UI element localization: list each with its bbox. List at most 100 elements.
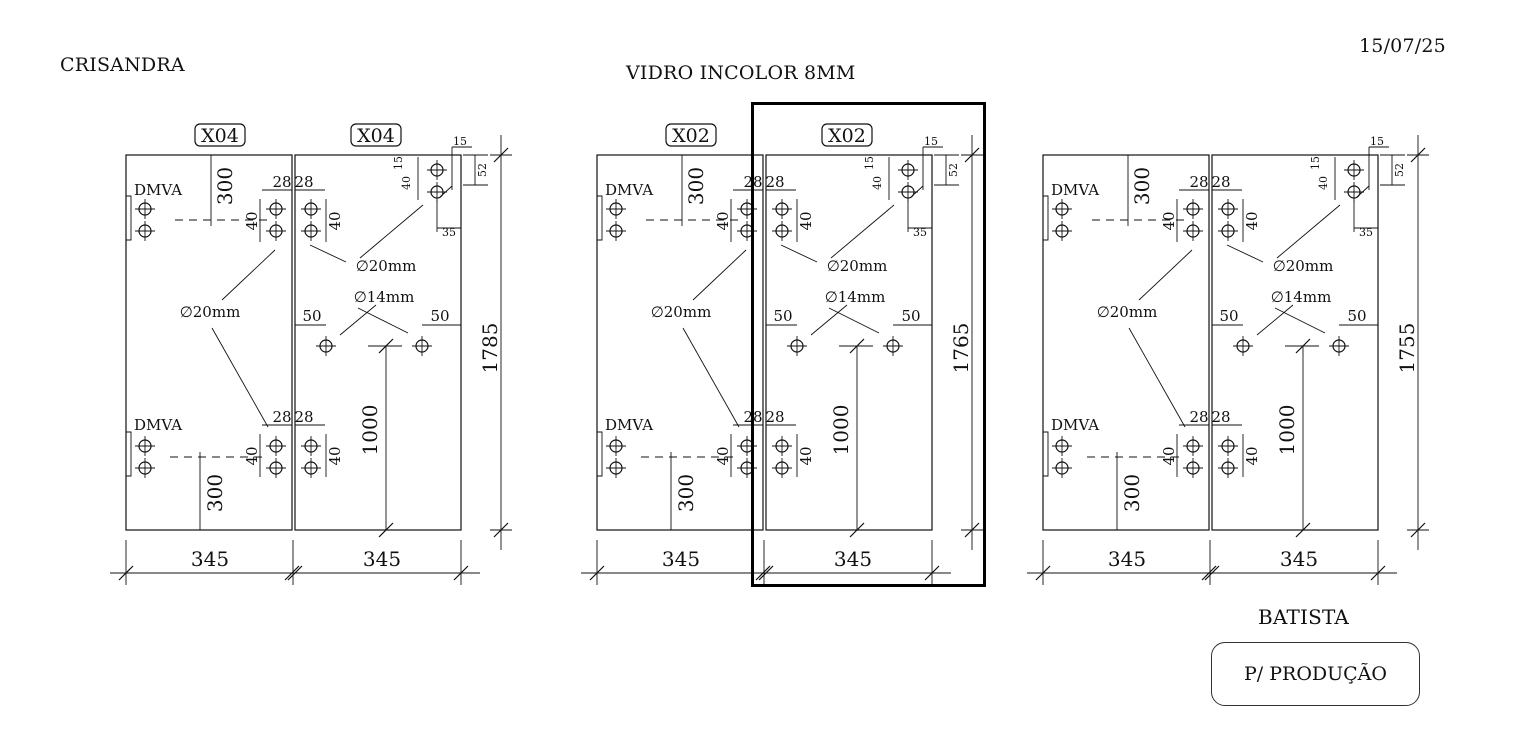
dimension-tick [284,565,300,581]
dim-15-top: 15 [924,135,938,148]
hole-mark [606,221,626,241]
hole-mark [606,436,626,456]
hole-mark [135,199,155,219]
dim-15-side: 15 [863,156,876,170]
lock-dim-line [1356,185,1370,198]
hinge-label-bottom: DMVA [134,416,182,434]
hole-mark [1052,221,1072,241]
hole-mark [1052,436,1072,456]
leader-20mm-left [1138,249,1193,301]
dim-height: 1765 [949,323,973,374]
leader-14mm [810,304,848,336]
dim-40-lock: 40 [871,176,884,190]
hinge-notch [126,195,132,241]
leader-20mm-right [309,244,347,263]
glass-panel-right [294,154,462,531]
dim-15-side: 15 [392,156,405,170]
leader-20mm-right [1276,204,1341,259]
lock-dim-line [439,185,453,198]
hole-20mm-label-left: ∅20mm [1097,303,1158,321]
hinge-label-top: DMVA [1051,181,1099,199]
author-name: BATISTA [1258,605,1350,629]
dim-28-left: 28 [1189,173,1208,191]
dim-height: 1755 [1395,323,1419,374]
hole-mark [316,336,336,356]
dim-28-left: 28 [272,173,291,191]
dimension-tick [287,565,303,581]
dim-50-right: 50 [430,307,449,325]
hinge-label-top: DMVA [605,181,653,199]
dim-300-top: 300 [213,167,237,205]
dim-width-right: 345 [834,547,872,571]
hole-mark [427,160,447,180]
dim-50-right: 50 [901,307,920,325]
client-name: CRISANDRA [60,54,185,76]
quantity-label-right-box [821,123,873,147]
hole-mark [1218,436,1238,456]
hinge-notch [1043,195,1049,241]
hole-20mm-label-left: ∅20mm [180,303,241,321]
dim-40-right: 40 [326,446,344,465]
dim-1000: 1000 [829,405,853,456]
hole-20mm-label-right: ∅20mm [1273,257,1334,275]
dim-width-left: 345 [662,547,700,571]
hole-mark [135,458,155,478]
dimension-tick [758,565,774,581]
leader-20mm-left [682,327,740,428]
dim-40-lock: 40 [400,176,413,190]
hole-mark [1344,160,1364,180]
dim-40-left: 40 [714,446,732,465]
hinge-notch [597,431,603,477]
dimension-tick [1201,565,1217,581]
dimension-tick [1204,565,1220,581]
dim-50-left: 50 [773,307,792,325]
dim-15-top: 15 [453,135,467,148]
leader-20mm-right [830,204,895,259]
leader-20mm-right [780,244,818,263]
quantity-label-right: X02 [828,125,866,147]
dim-50-left: 50 [1219,307,1238,325]
hole-mark [266,221,286,241]
hole-mark [883,336,903,356]
hole-mark [301,199,321,219]
dim-300-top: 300 [684,167,708,205]
hole-mark [898,160,918,180]
dim-40-right: 40 [1243,446,1261,465]
hole-mark [301,436,321,456]
hole-mark [266,436,286,456]
quantity-label-right-box [350,123,402,147]
quantity-label-left-box [194,123,246,147]
material-title: VIDRO INCOLOR 8MM [626,62,856,84]
dim-1000: 1000 [1275,405,1299,456]
dim-width-right: 345 [363,547,401,571]
quantity-label-left: X02 [672,125,710,147]
hole-mark [1183,436,1203,456]
dim-52: 52 [476,163,489,177]
dimension-tick [1295,522,1311,538]
hinge-label-top: DMVA [134,181,182,199]
dim-1000: 1000 [358,405,382,456]
dim-15-top: 15 [1370,135,1384,148]
lock-dim-line [910,185,924,198]
dim-40-right: 40 [1243,211,1261,230]
dim-width-left: 345 [191,547,229,571]
dim-300-bottom: 300 [203,474,227,512]
dim-35: 35 [442,226,456,239]
hinge-label-bottom: DMVA [605,416,653,434]
hinge-notch [126,431,132,477]
production-status-badge: P/ PRODUÇÃO [1211,642,1420,706]
hole-14mm-label: ∅14mm [1271,288,1332,306]
dim-40-left: 40 [243,211,261,230]
quantity-label-left: X04 [201,125,239,147]
hole-20mm-label-left: ∅20mm [651,303,712,321]
hinge-label-bottom: DMVA [1051,416,1099,434]
dim-35: 35 [913,226,927,239]
dim-28-right: 28 [765,173,784,191]
dim-height: 1785 [478,323,502,374]
dim-40-right: 40 [797,446,815,465]
hole-mark [1233,336,1253,356]
leader-20mm-left [221,249,276,301]
dim-28-left: 28 [272,408,291,426]
hole-mark [1329,336,1349,356]
